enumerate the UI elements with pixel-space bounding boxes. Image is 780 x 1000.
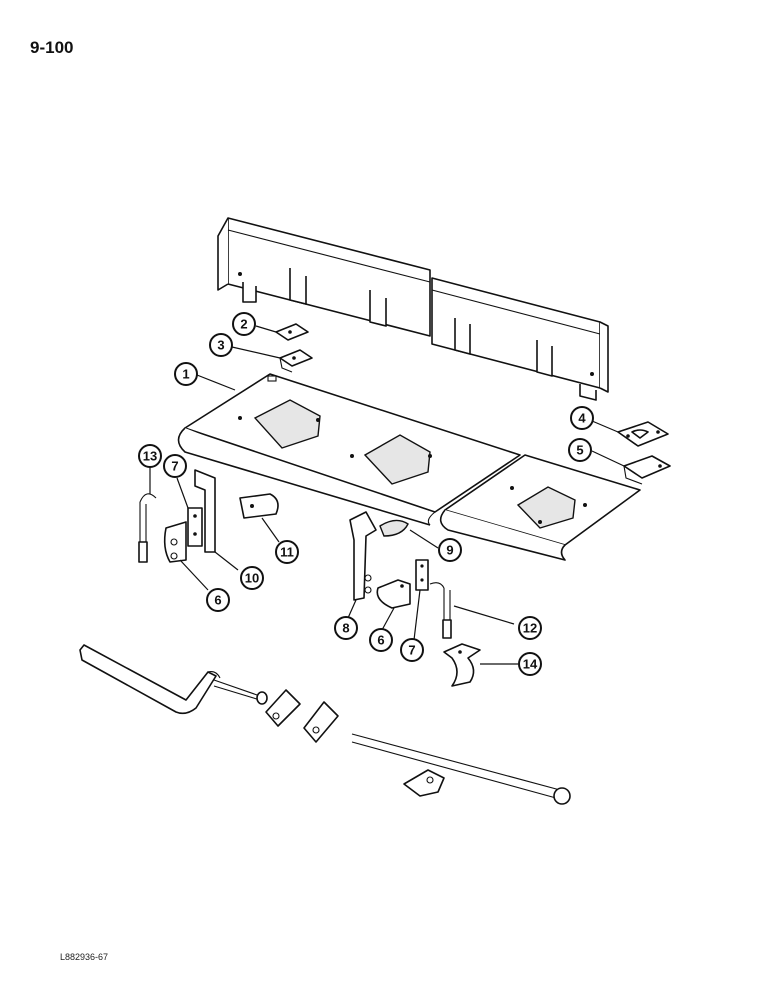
callout-7-left: 7 <box>163 454 187 478</box>
bracket-3 <box>279 349 313 373</box>
svg-text:10: 10 <box>245 571 259 586</box>
rear-shield <box>217 217 609 401</box>
svg-text:4: 4 <box>578 411 586 426</box>
callout-3: 3 <box>209 333 233 357</box>
bracket-2 <box>275 323 309 341</box>
callout-5: 5 <box>568 438 592 462</box>
svg-text:2: 2 <box>240 317 247 332</box>
svg-text:6: 6 <box>377 633 384 648</box>
callout-8: 8 <box>334 616 358 640</box>
svg-text:14: 14 <box>523 657 538 672</box>
shift-lever-assembly <box>79 644 571 805</box>
svg-text:3: 3 <box>217 338 224 353</box>
bracket-5 <box>623 455 671 485</box>
svg-text:5: 5 <box>576 443 583 458</box>
svg-text:11: 11 <box>280 545 294 560</box>
svg-text:6: 6 <box>214 593 221 608</box>
page-number: 9-100 <box>30 38 74 57</box>
callout-6-left: 6 <box>206 588 230 612</box>
callout-10: 10 <box>240 566 264 590</box>
callout-6-center: 6 <box>369 628 393 652</box>
svg-text:12: 12 <box>523 621 537 636</box>
callout-2: 2 <box>232 312 256 336</box>
callout-7-center: 7 <box>400 638 424 662</box>
svg-text:13: 13 <box>143 449 157 464</box>
rod-13 <box>138 493 157 563</box>
callout-1: 1 <box>174 362 198 386</box>
svg-text:8: 8 <box>342 621 349 636</box>
figure-code: L882936-67 <box>60 952 109 962</box>
callout-13: 13 <box>138 444 162 468</box>
main-shield <box>177 373 521 526</box>
rod-12 <box>429 582 452 639</box>
callout-4: 4 <box>570 406 594 430</box>
callout-12: 12 <box>518 616 542 640</box>
left-bracket-group <box>163 469 279 563</box>
svg-text:7: 7 <box>171 459 178 474</box>
center-bracket-group <box>349 511 429 609</box>
strap-14 <box>443 643 481 687</box>
leader-lines <box>149 325 625 665</box>
extension-shield <box>439 454 641 561</box>
callout-11: 11 <box>275 540 299 564</box>
svg-text:7: 7 <box>408 643 415 658</box>
callout-9: 9 <box>438 538 462 562</box>
callout-14: 14 <box>518 652 542 676</box>
svg-text:1: 1 <box>182 367 189 382</box>
svg-text:9: 9 <box>446 543 453 558</box>
bracket-4 <box>617 421 669 447</box>
